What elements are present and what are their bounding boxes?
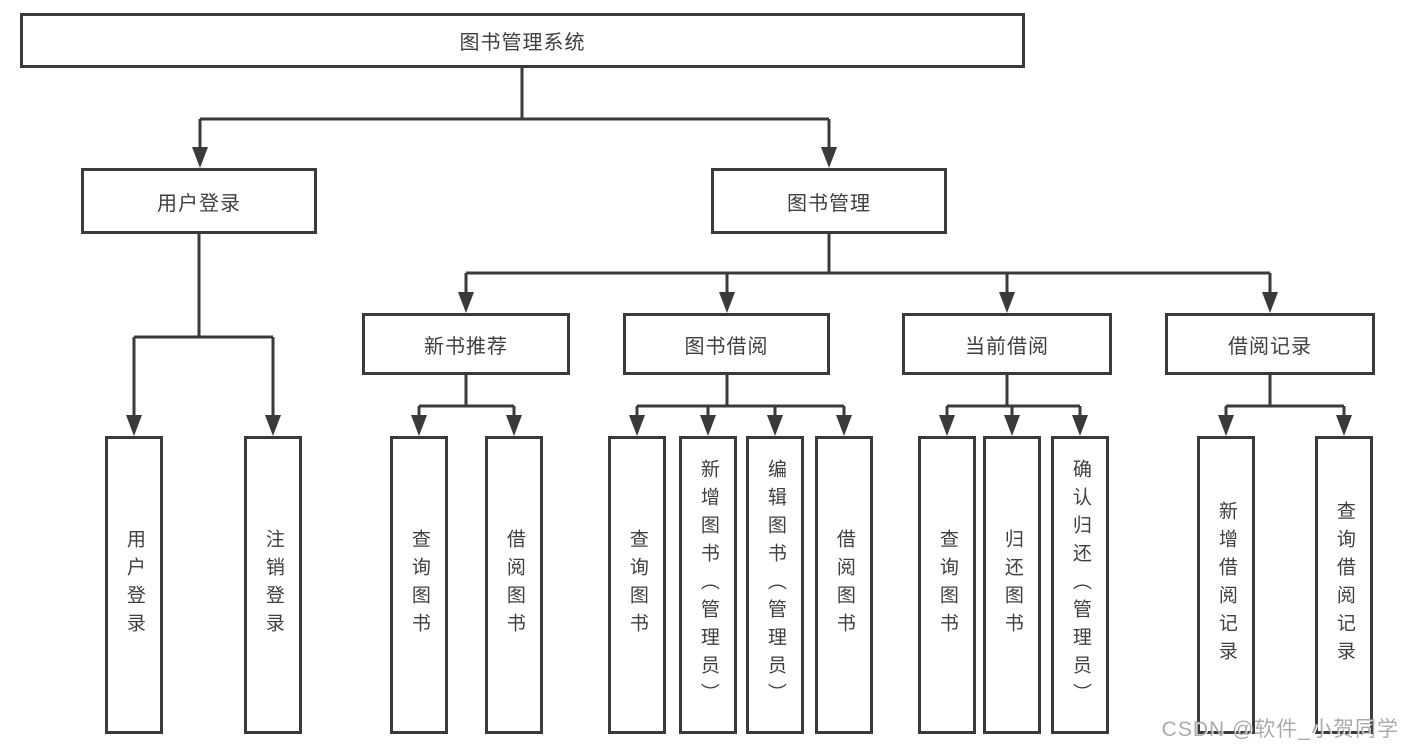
- node-current-borrow: 当前借阅: [902, 313, 1112, 375]
- arrow-down-icon: [1336, 415, 1352, 436]
- arrow-down-icon: [126, 415, 142, 436]
- arrow-down-icon: [939, 415, 955, 436]
- leaf-label: 新增借阅记录: [1215, 501, 1237, 669]
- leaf-logout: 注销登录: [244, 436, 302, 734]
- arrow-down-icon: [1218, 415, 1234, 436]
- node-book-borrow: 图书借阅: [623, 313, 830, 375]
- arrow-down-icon: [265, 415, 281, 436]
- arrow-down-icon: [1004, 415, 1020, 436]
- node-label: 新书推荐: [424, 335, 508, 358]
- leaf-label: 借阅图书: [503, 529, 525, 641]
- node-label: 图书管理: [787, 192, 871, 215]
- node-label: 图书借阅: [684, 335, 769, 358]
- arrow-down-icon: [411, 415, 427, 436]
- arrow-down-icon: [458, 292, 474, 313]
- arrow-down-icon: [506, 415, 522, 436]
- leaf-label: 查询图书: [626, 529, 648, 641]
- node-root: 图书管理系统: [20, 13, 1025, 68]
- leaf-label: 用户登录: [123, 529, 145, 641]
- leaf-label: 查询借阅记录: [1333, 501, 1355, 669]
- leaf-query-book-recommend: 查询图书: [390, 436, 448, 734]
- node-borrow-record: 借阅记录: [1165, 313, 1375, 375]
- leaf-label: 新增图书（管理员）: [697, 459, 719, 711]
- arrow-down-icon: [719, 292, 735, 313]
- node-new-book-recommend: 新书推荐: [362, 313, 570, 375]
- arrow-down-icon: [821, 147, 837, 168]
- leaf-confirm-return-admin: 确认归还（管理员）: [1051, 436, 1109, 734]
- arrowheads: [126, 147, 1352, 436]
- arrow-down-icon: [767, 415, 783, 436]
- leaf-add-borrow-record: 新增借阅记录: [1197, 436, 1255, 734]
- leaf-edit-book-admin: 编辑图书（管理员）: [746, 436, 804, 734]
- leaf-query-book-current: 查询图书: [918, 436, 976, 734]
- node-user-login: 用户登录: [81, 168, 317, 234]
- arrow-down-icon: [836, 415, 852, 436]
- leaf-add-book-admin: 新增图书（管理员）: [679, 436, 737, 734]
- node-label: 用户登录: [157, 192, 241, 215]
- arrow-down-icon: [1262, 292, 1278, 313]
- leaf-label: 归还图书: [1001, 529, 1023, 641]
- leaf-label: 编辑图书（管理员）: [764, 459, 786, 711]
- leaf-user-login: 用户登录: [105, 436, 163, 734]
- node-book-management: 图书管理: [711, 168, 947, 234]
- node-root-label: 图书管理系统: [459, 32, 586, 54]
- arrow-down-icon: [700, 415, 716, 436]
- arrow-down-icon: [1072, 415, 1088, 436]
- node-label: 借阅记录: [1228, 335, 1312, 358]
- node-label: 当前借阅: [965, 335, 1049, 358]
- leaf-label: 注销登录: [262, 529, 284, 641]
- leaf-query-borrow-record: 查询借阅记录: [1315, 436, 1373, 734]
- leaf-borrow-book: 借阅图书: [815, 436, 873, 734]
- arrow-down-icon: [192, 147, 208, 168]
- leaf-label: 查询图书: [936, 529, 958, 641]
- arrow-down-icon: [999, 292, 1015, 313]
- leaf-borrow-book-recommend: 借阅图书: [485, 436, 543, 734]
- leaf-query-book-borrow: 查询图书: [608, 436, 666, 734]
- connector-paths: [132, 68, 1346, 420]
- csdn-watermark: CSDN @软件_小贺同学: [1161, 718, 1399, 741]
- leaf-label: 查询图书: [408, 529, 430, 641]
- leaf-label: 借阅图书: [833, 529, 855, 641]
- arrow-down-icon: [629, 415, 645, 436]
- leaf-label: 确认归还（管理员）: [1069, 459, 1091, 711]
- leaf-return-book: 归还图书: [983, 436, 1041, 734]
